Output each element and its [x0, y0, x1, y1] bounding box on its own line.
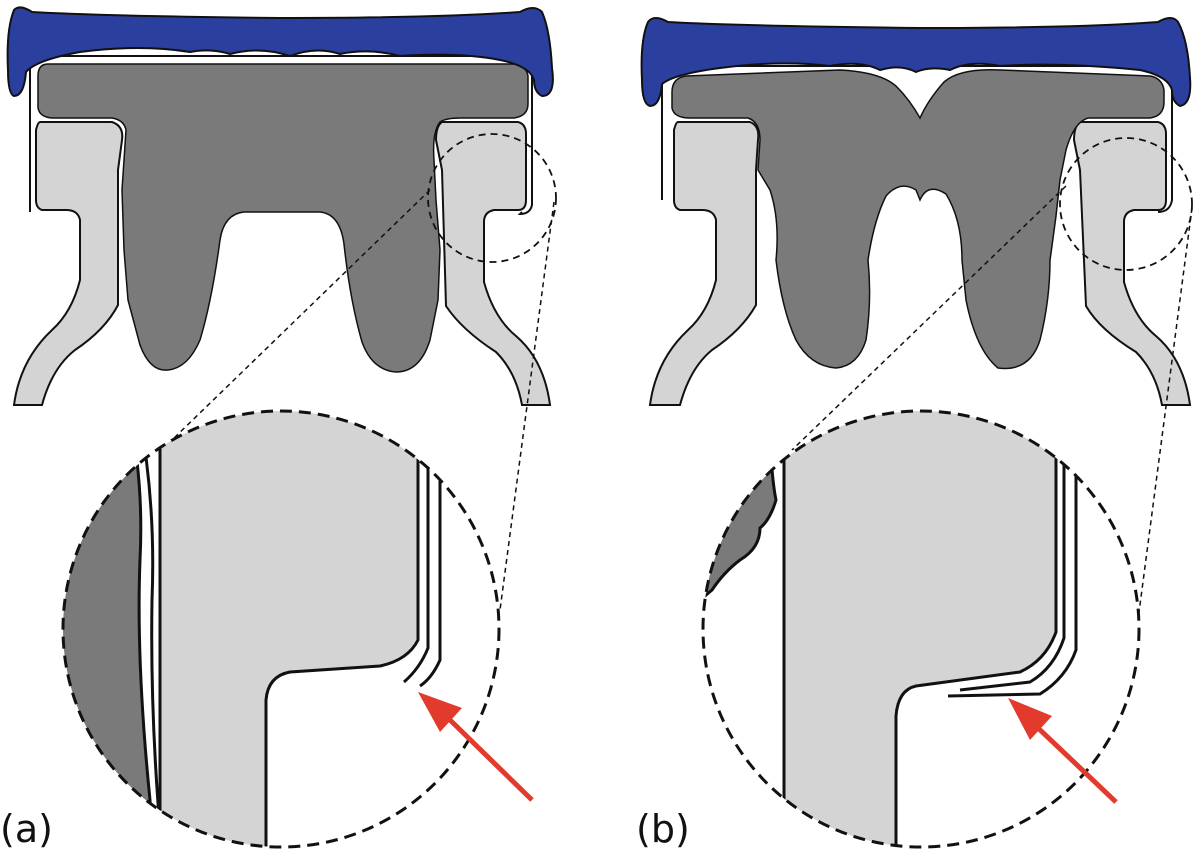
panel-b: (b) [636, 17, 1193, 851]
red-arrow-icon [1008, 698, 1118, 804]
panel-label-b: (b) [636, 807, 690, 851]
shell-right-b [1072, 121, 1192, 406]
core-a [37, 63, 529, 373]
guide-line-b1 [791, 185, 1067, 451]
guide-line-a1 [171, 189, 431, 441]
detail-marker-b [1059, 137, 1193, 271]
panel-label-a: (a) [0, 807, 53, 851]
panel-a: (a) [0, 6, 557, 851]
guide-line-b2 [1137, 207, 1193, 621]
guide-line-a2 [499, 201, 555, 611]
shell-right-a [434, 121, 552, 406]
cover-band-b [640, 17, 1192, 108]
detail-circle-b [701, 409, 1141, 849]
shell-left-b [648, 121, 760, 406]
detail-circle-a [61, 409, 501, 849]
red-arrow-icon [418, 692, 534, 802]
cover-band-a [6, 6, 554, 98]
detail-marker-a [427, 133, 557, 263]
shell-left-a [12, 121, 124, 406]
detail-zoom-b [703, 411, 1139, 847]
core-b [671, 69, 1165, 370]
